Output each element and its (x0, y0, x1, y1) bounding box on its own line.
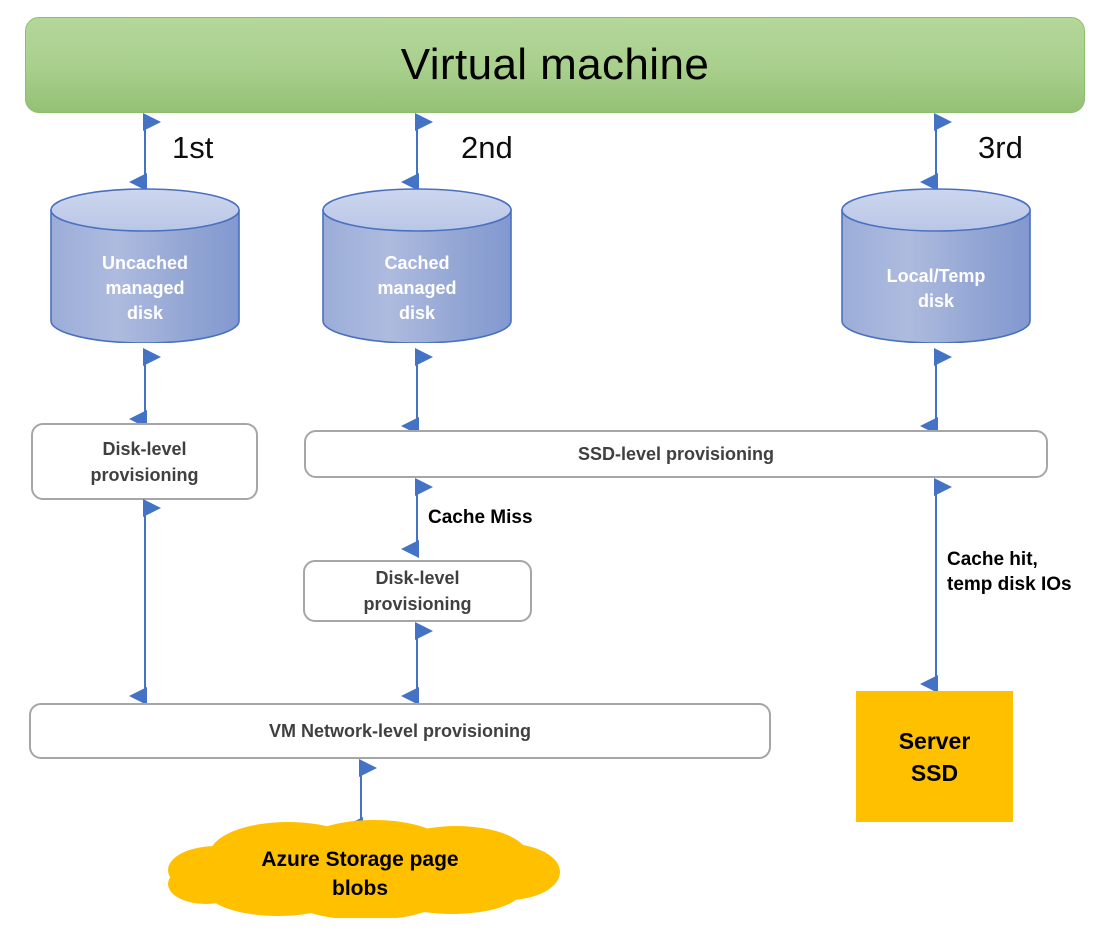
vm-network-level-provisioning-label: VM Network-level provisioning (268, 721, 532, 741)
cache-miss-annotation: Cache Miss (428, 507, 533, 528)
ssd-level-provisioning-label: SSD-level provisioning (577, 444, 775, 464)
connector-vm-to-cached-disk (401, 113, 433, 191)
connector-cached-disk-to-ssd-level (401, 348, 433, 435)
ordinal-label-3rd: 3rd (978, 130, 1023, 165)
ordinal-label-1st: 1st (172, 130, 214, 165)
connector-local-temp-disk-to-ssd-level (920, 348, 952, 435)
connector-vm-to-uncached-disk (129, 113, 161, 191)
connector-disk-level-middle-to-vm-network (401, 622, 433, 705)
cache-hit-annotation: Cache hit,temp disk IOs (947, 549, 1072, 595)
connector-vm-to-local-temp-disk (920, 113, 952, 191)
virtual-machine-label: Virtual machine (400, 40, 710, 89)
ordinal-label-2nd: 2nd (461, 130, 513, 165)
connector-ssd-level-to-disk-level-middle (401, 478, 433, 558)
connector-uncached-disk-to-disk-level (129, 348, 161, 428)
virtual-machine-box: Virtual machine (25, 17, 1085, 113)
vm-network-level-provisioning-box[interactable]: VM Network-level provisioning (29, 703, 771, 759)
connector-disk-level-left-to-vm-network (129, 499, 161, 705)
connector-vm-network-to-azure-storage (345, 759, 377, 835)
connector-ssd-level-to-server-ssd (920, 478, 952, 693)
ssd-level-provisioning-box[interactable]: SSD-level provisioning (304, 430, 1048, 478)
